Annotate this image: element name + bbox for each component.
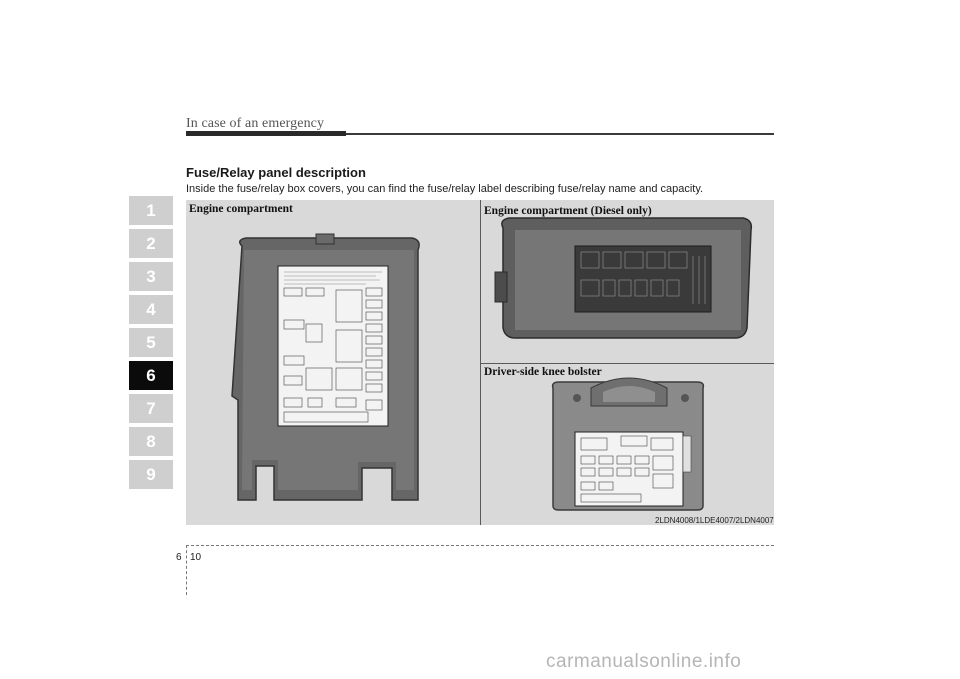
chapter-tabs: 1 2 3 4 5 6 7 8 9 <box>129 196 173 493</box>
knee-bolster-label: Driver-side knee bolster <box>484 366 602 378</box>
engine-compartment-label: Engine compartment <box>189 203 293 215</box>
chapter-tab-3[interactable]: 3 <box>129 262 173 291</box>
image-code: 2LDN4008/1LDE4007/2LDN4007 <box>655 516 774 525</box>
chapter-tab-9[interactable]: 9 <box>129 460 173 489</box>
footer-chapter-number: 6 <box>176 552 182 563</box>
section-intro: Inside the fuse/relay box covers, you ca… <box>186 183 704 195</box>
footer-rule <box>186 545 774 546</box>
chapter-tab-4[interactable]: 4 <box>129 295 173 324</box>
footer-divider <box>186 545 187 595</box>
diesel-compartment-label: Engine compartment (Diesel only) <box>484 205 652 217</box>
panel-divider-vertical <box>480 200 481 525</box>
knee-bolster-fuse-box-photo <box>551 377 705 511</box>
chapter-tab-2[interactable]: 2 <box>129 229 173 258</box>
diesel-fuse-box-photo <box>494 217 753 339</box>
section-title: Fuse/Relay panel description <box>186 165 366 180</box>
header-rule-accent <box>186 131 346 136</box>
footer-page-number: 10 <box>190 552 202 563</box>
chapter-tab-8[interactable]: 8 <box>129 427 173 456</box>
panel-divider-horizontal <box>481 363 774 364</box>
chapter-tab-7[interactable]: 7 <box>129 394 173 423</box>
chapter-tab-5[interactable]: 5 <box>129 328 173 357</box>
chapter-tab-1[interactable]: 1 <box>129 196 173 225</box>
engine-fuse-box-photo <box>231 233 420 501</box>
knee-bolster-panel <box>481 364 774 525</box>
watermark: carmanualsonline.info <box>546 651 742 672</box>
chapter-tab-6[interactable]: 6 <box>129 361 173 390</box>
header-rule <box>186 133 774 135</box>
engine-compartment-panel <box>186 200 480 525</box>
chapter-title: In case of an emergency <box>186 116 325 131</box>
diesel-compartment-panel <box>481 200 774 363</box>
